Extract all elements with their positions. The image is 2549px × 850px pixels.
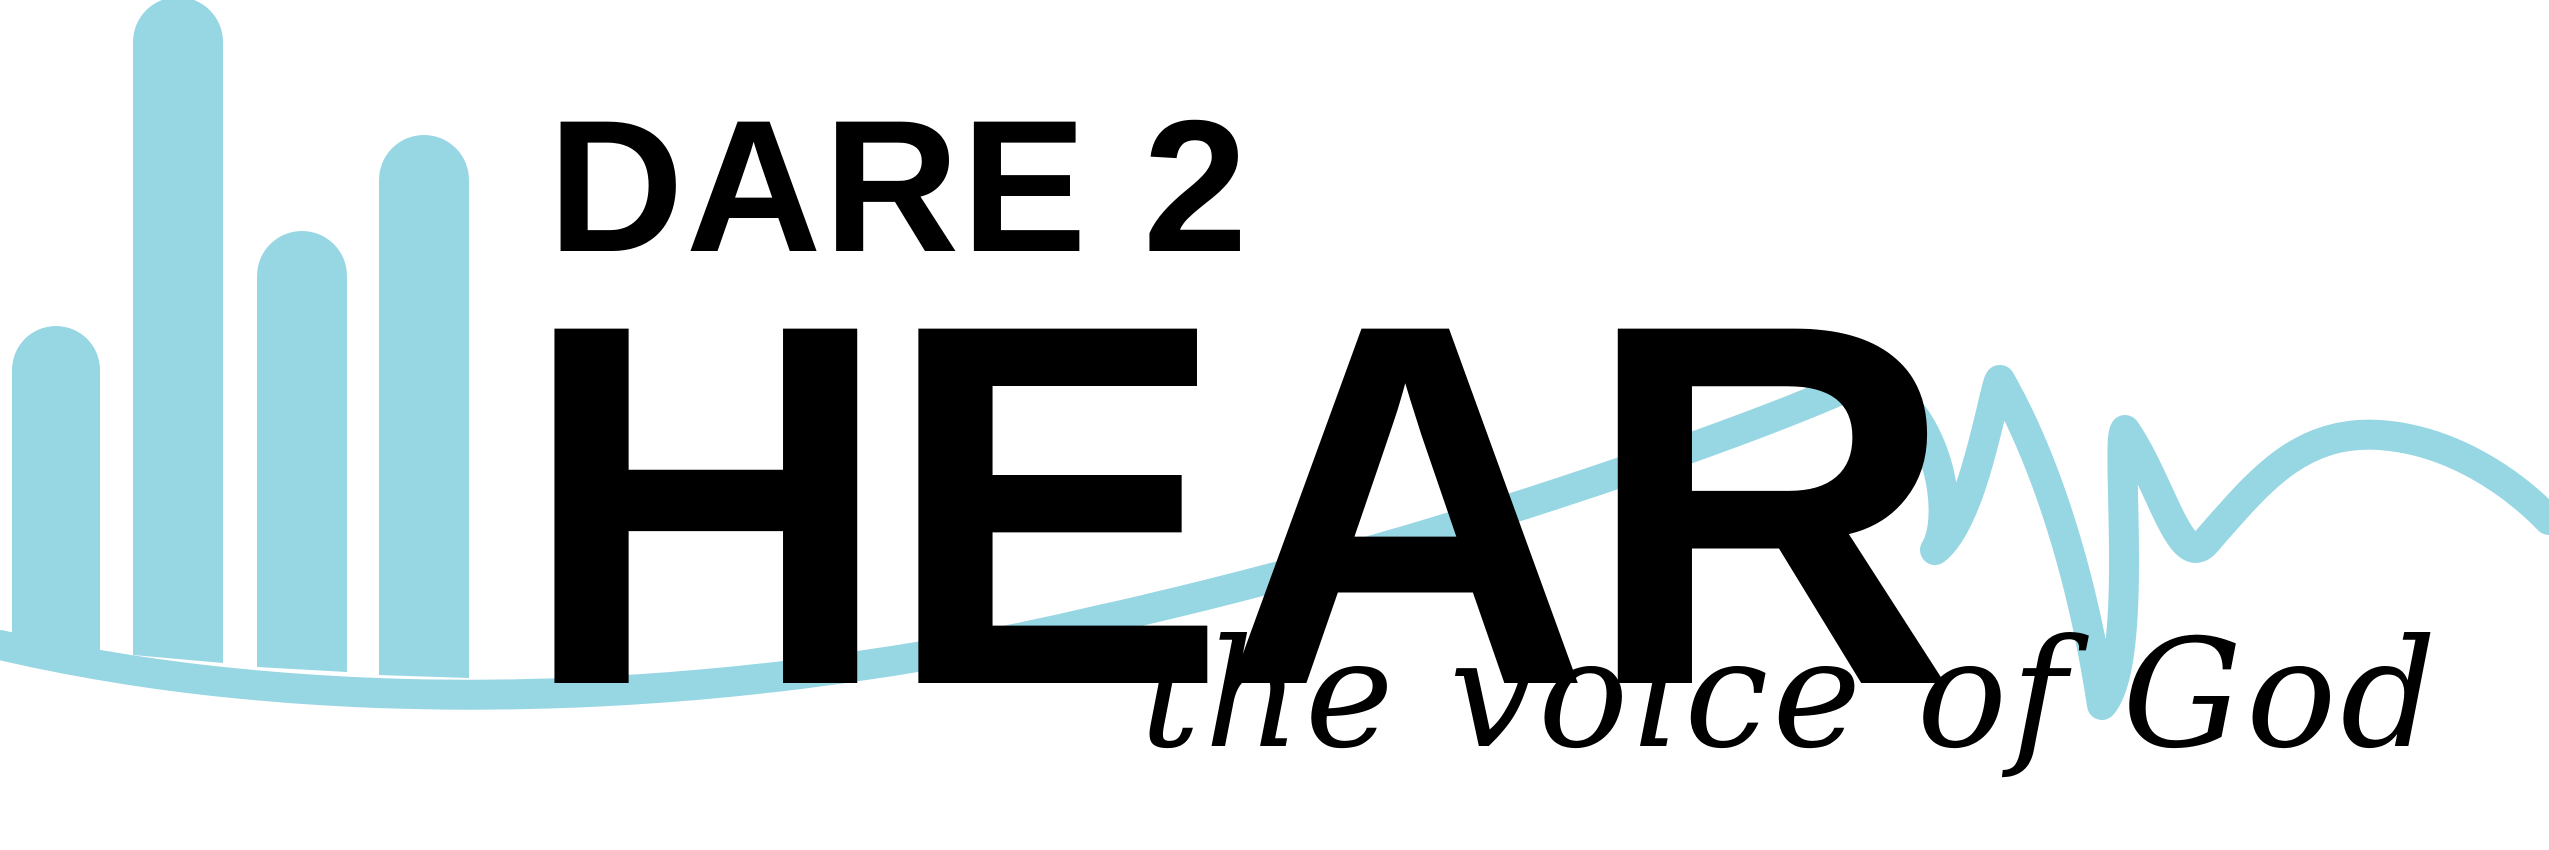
sound-bar [379,135,469,678]
sound-bar [12,326,100,652]
logo-tagline: the voice of God [1140,608,2441,782]
sound-bar [257,231,347,672]
sound-bar [133,0,223,663]
heartbeat-wave-icon [0,361,2549,720]
sound-bars-icon [12,0,469,678]
logo-line-dare-2: DARE 2 [548,81,1250,291]
logo-line-hear: HEAR [520,218,1955,793]
